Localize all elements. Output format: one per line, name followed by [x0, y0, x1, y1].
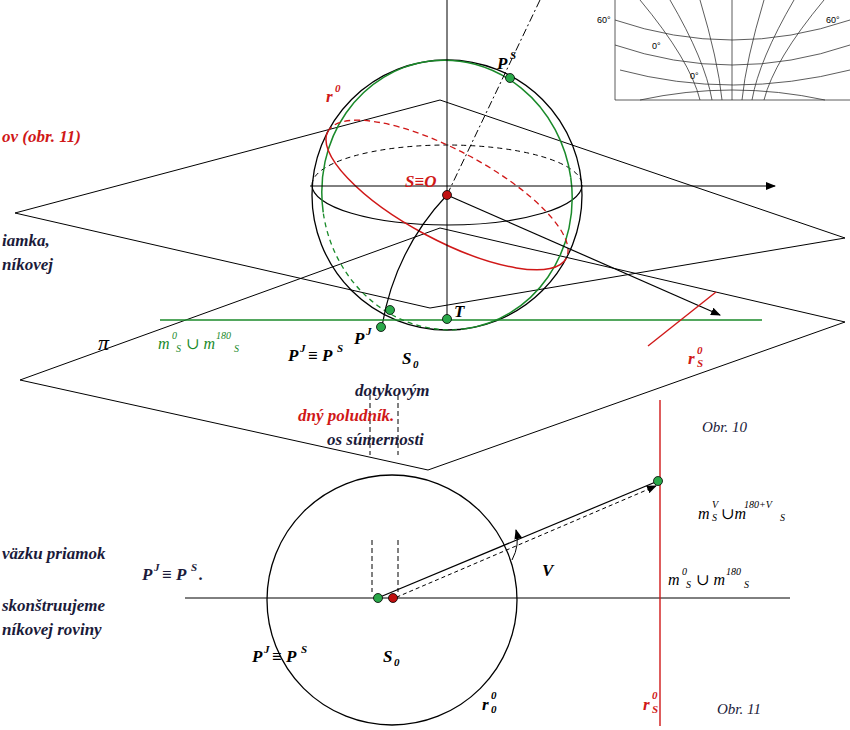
figure-label: 0° [690, 72, 699, 81]
figure-label: 0° [652, 42, 661, 51]
figure-label: S [510, 50, 516, 61]
figure-label: 0 [682, 567, 687, 577]
figure-label: m [698, 506, 710, 522]
figure-label: ≡ P [272, 648, 296, 665]
figure-label: P [354, 330, 364, 347]
figure-label: V [712, 500, 718, 510]
figure-label: 180 [726, 567, 741, 577]
figure-label: ov (obr. 11) [2, 128, 81, 145]
figure-label: iamka, [2, 232, 50, 249]
figure-label: P [497, 55, 507, 72]
figure-label: π [98, 332, 109, 354]
figure-label: J [154, 562, 160, 573]
figure-label: J [366, 326, 372, 337]
figure-label: P [142, 566, 152, 583]
figure-label: . [199, 566, 203, 583]
figure-label: J [264, 644, 270, 655]
figure-label: ≡ P [308, 347, 332, 364]
figure-label: 0 [413, 359, 419, 370]
figure-label: 60° [826, 16, 840, 25]
figure-label: ∪ m [696, 572, 725, 588]
figure-label: níkovej roviny [2, 621, 102, 638]
figure-label: S [176, 344, 181, 354]
figure-label: Obr. 11 [717, 702, 761, 717]
figure-label: S [383, 648, 392, 665]
figure-label: S [686, 580, 691, 590]
figure-label: S [402, 350, 411, 367]
figure-label: 0 [172, 331, 177, 341]
figure-label: S [712, 513, 717, 523]
figure-label: 0 [697, 345, 703, 356]
figure-label: r [643, 696, 650, 713]
figure-label: S≡O [405, 173, 436, 190]
figure-label: Obr. 10 [702, 420, 747, 435]
figure-label: S [697, 358, 703, 369]
figure-label: S [191, 562, 197, 573]
figure-label: 0 [491, 704, 497, 715]
figure-label: 0 [335, 83, 341, 94]
figure-label: r [482, 696, 489, 713]
figure-label: T [454, 303, 464, 320]
figure-label: väzku priamok [2, 545, 105, 562]
figure-label: r [326, 88, 333, 105]
figure-label: dný poludník. [298, 407, 394, 424]
figure-label: os súmernosti [327, 431, 424, 448]
figure-label: ∪ m [186, 336, 215, 352]
figure-label: J [300, 343, 306, 354]
figure-label: m [158, 336, 170, 352]
figure-label: skonštruujeme [2, 597, 105, 614]
figure-label: ≡ P [162, 566, 186, 583]
figure-label: S [780, 513, 785, 523]
figure-label: dotykovým [355, 382, 430, 399]
figure-label: 0 [394, 657, 400, 668]
figure-label: 0 [652, 690, 658, 701]
figure-label: P [288, 347, 298, 364]
figure-label: S [652, 704, 658, 715]
figure-label: m [668, 572, 680, 588]
figure-label: S [301, 644, 307, 655]
figure-label: 60° [597, 16, 611, 25]
figure-label: S [234, 344, 239, 354]
figure-label: S [744, 580, 749, 590]
figure-label: P [252, 648, 262, 665]
figure-label: r [688, 350, 695, 367]
figure-label: S [337, 343, 343, 354]
figure-label: níkovej [2, 256, 53, 273]
figure-label: ∪m [721, 506, 746, 522]
figure-label: 180+V [744, 500, 772, 510]
figure-label: 180 [216, 331, 231, 341]
figure-label: 0 [491, 690, 497, 701]
figure-label: V [542, 562, 553, 579]
